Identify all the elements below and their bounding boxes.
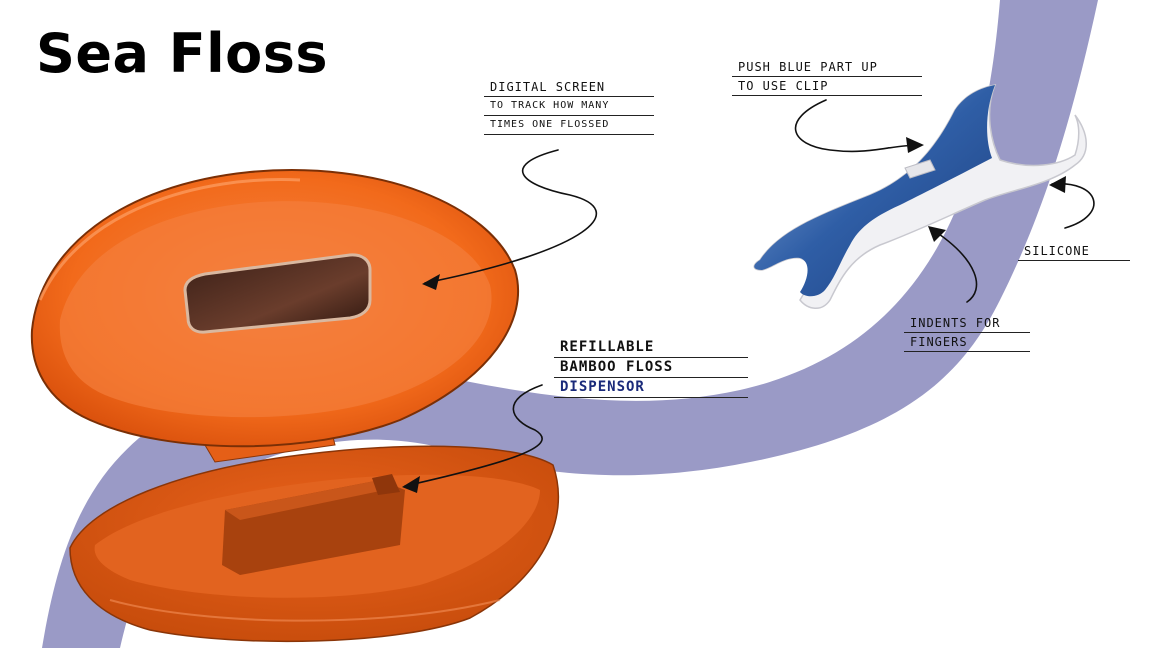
annotation-line: SILICONE xyxy=(1018,242,1130,261)
annotation-line: TO USE CLIP xyxy=(732,77,922,96)
page-title: Sea Floss xyxy=(36,22,329,85)
annotation-line: PUSH BLUE PART UP xyxy=(732,58,922,77)
leader-lines xyxy=(404,99,1095,487)
annotation-line: TIMES ONE FLOSSED xyxy=(484,116,654,135)
annotation-indents: INDENTS FOR FINGERS xyxy=(904,314,1030,352)
annotation-dispenser: REFILLABLE BAMBOO FLOSS DISPENSOR xyxy=(554,338,748,398)
floss-band xyxy=(42,0,1098,648)
case-lid xyxy=(30,169,520,448)
annotation-clip: PUSH BLUE PART UP TO USE CLIP xyxy=(732,58,922,96)
annotation-line: DIGITAL SCREEN xyxy=(484,78,654,97)
annotation-digital-screen: DIGITAL SCREEN TO TRACK HOW MANY TIMES O… xyxy=(484,78,654,135)
case-base xyxy=(69,445,560,643)
annotation-line: FINGERS xyxy=(904,333,1030,352)
arrow-heads xyxy=(402,137,1066,493)
annotation-line: REFILLABLE xyxy=(554,338,748,358)
floss-clip xyxy=(753,83,1087,309)
digital-screen xyxy=(183,253,372,334)
annotation-line: TO TRACK HOW MANY xyxy=(484,97,654,116)
annotation-line: DISPENSOR xyxy=(554,378,748,398)
annotation-line: INDENTS FOR xyxy=(904,314,1030,333)
annotation-silicone: SILICONE xyxy=(1018,242,1130,261)
annotation-line: BAMBOO FLOSS xyxy=(554,358,748,378)
